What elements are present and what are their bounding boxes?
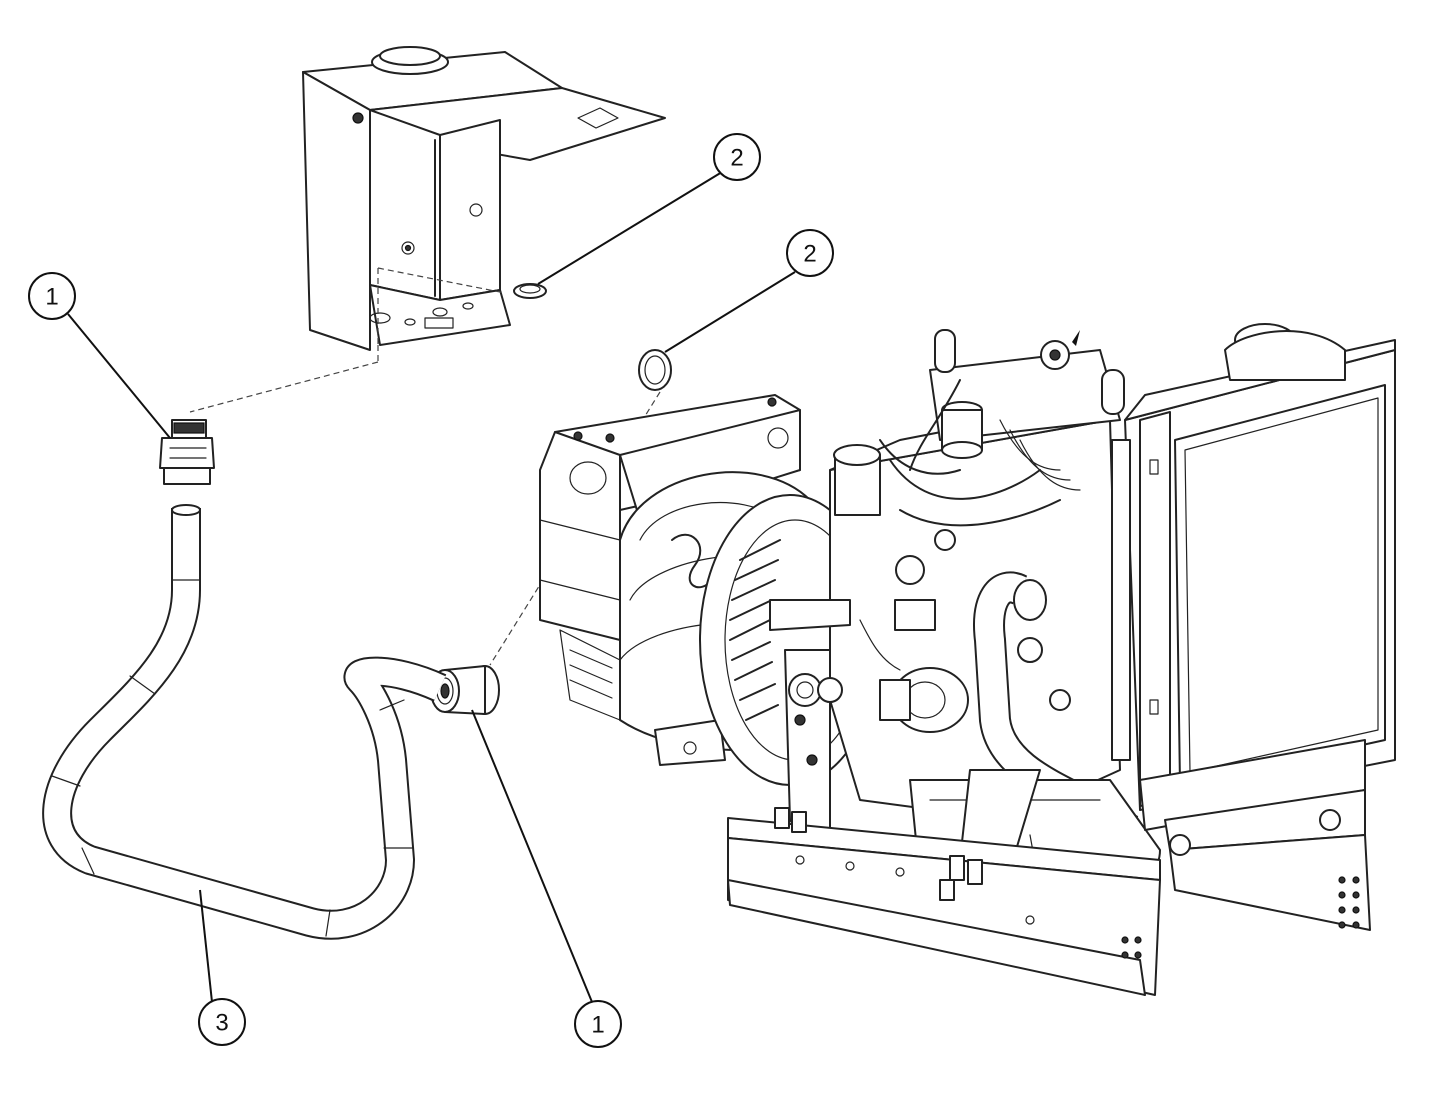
callout-label: 1 [591,1012,604,1039]
callout-2-box: 2 [713,133,761,181]
radiator [1111,323,1396,831]
base-frame [727,789,1371,996]
generator-set [539,323,1396,996]
callout-1-upper: 1 [28,272,76,320]
callout-label: 1 [45,284,58,311]
fitting-upper [159,419,215,485]
flexible-conduit [42,504,447,940]
callout-2-generator: 2 [786,229,834,277]
callout-3-conduit: 3 [198,998,246,1046]
callout-label: 3 [215,1010,228,1037]
locknut-lower [638,349,672,391]
callout-1-lower: 1 [574,1000,622,1048]
junction-box [302,46,666,351]
cooling-slots [729,539,781,721]
callout-label: 2 [803,241,816,268]
locknut-upper [513,283,547,299]
callout-label: 2 [730,145,743,172]
